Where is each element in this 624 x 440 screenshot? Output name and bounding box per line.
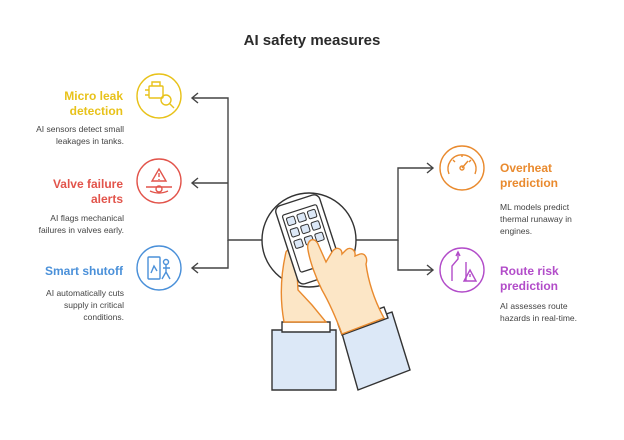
overheat-title: Overheat prediction [500,161,559,190]
engine-magnifier-icon [136,73,182,119]
page-title: AI safety measures [243,32,381,49]
route-risk-desc: AI assesses route hazards in real-time. [500,301,578,323]
route-warning-icon [439,247,485,293]
micro-leak-desc: AI sensors detect small leakages in tank… [36,124,124,146]
right-connectors [356,162,435,276]
hands-phone-illustration [261,192,411,391]
route-risk-title: Route risk prediction [500,264,559,293]
valve-failure-desc: AI flags mechanical failures in valves e… [38,213,124,235]
smart-shutoff-desc: AI automatically cuts supply in critical… [46,288,124,322]
overheat-desc: ML models predict thermal runaway in eng… [500,202,572,236]
smart-shutoff-title: Smart shutoff [45,264,123,278]
micro-leak-title: Micro leak detection [64,89,123,118]
valve-failure-title: Valve failure alerts [52,177,123,206]
shutoff-person-icon [136,245,182,291]
valve-warning-icon [136,158,182,204]
gauge-icon [439,145,485,191]
left-connectors [190,92,262,274]
